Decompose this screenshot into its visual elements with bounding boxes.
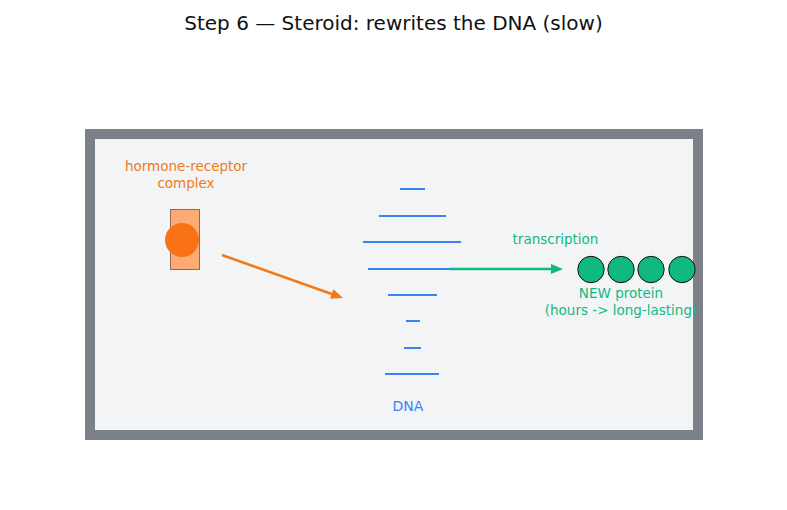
arrow-head bbox=[551, 264, 563, 274]
dna-rung bbox=[379, 215, 446, 217]
dna-rung bbox=[368, 268, 455, 270]
dna-rung bbox=[406, 320, 420, 322]
dna-ladder bbox=[345, 180, 450, 420]
arrow-head bbox=[330, 289, 343, 298]
hormone-circle bbox=[165, 223, 199, 257]
edge-label: transcription bbox=[513, 231, 599, 248]
arrow-shaft bbox=[222, 255, 332, 294]
node-label: hormone-receptor complex bbox=[111, 158, 261, 192]
amino-acid bbox=[578, 256, 604, 282]
amino-acid bbox=[638, 256, 664, 282]
amino-acid bbox=[669, 256, 695, 282]
protein-chain: NEW protein(hours -> long-lasting) bbox=[578, 256, 696, 283]
dna-rung bbox=[400, 188, 425, 190]
diagram-title: Step 6 — Steroid: rewrites the DNA (slow… bbox=[0, 11, 787, 35]
amino-acid-chain bbox=[578, 256, 696, 283]
dna-rung bbox=[385, 373, 439, 375]
arrow-connector bbox=[222, 255, 343, 299]
node-label: DNA bbox=[378, 398, 438, 415]
amino-acid bbox=[608, 256, 634, 282]
dna-rung bbox=[404, 347, 421, 349]
cell-outline bbox=[90, 134, 698, 435]
arrow-connector bbox=[450, 264, 563, 274]
arrow-shaft bbox=[450, 268, 551, 271]
dna-strand: DNA bbox=[345, 180, 450, 420]
receptor-complex: hormone-receptor complex bbox=[170, 209, 200, 270]
dna-rung bbox=[363, 241, 461, 243]
dna-rung bbox=[388, 294, 437, 296]
node-label: NEW protein bbox=[521, 285, 721, 302]
node-label: (hours -> long-lasting) bbox=[521, 302, 721, 319]
